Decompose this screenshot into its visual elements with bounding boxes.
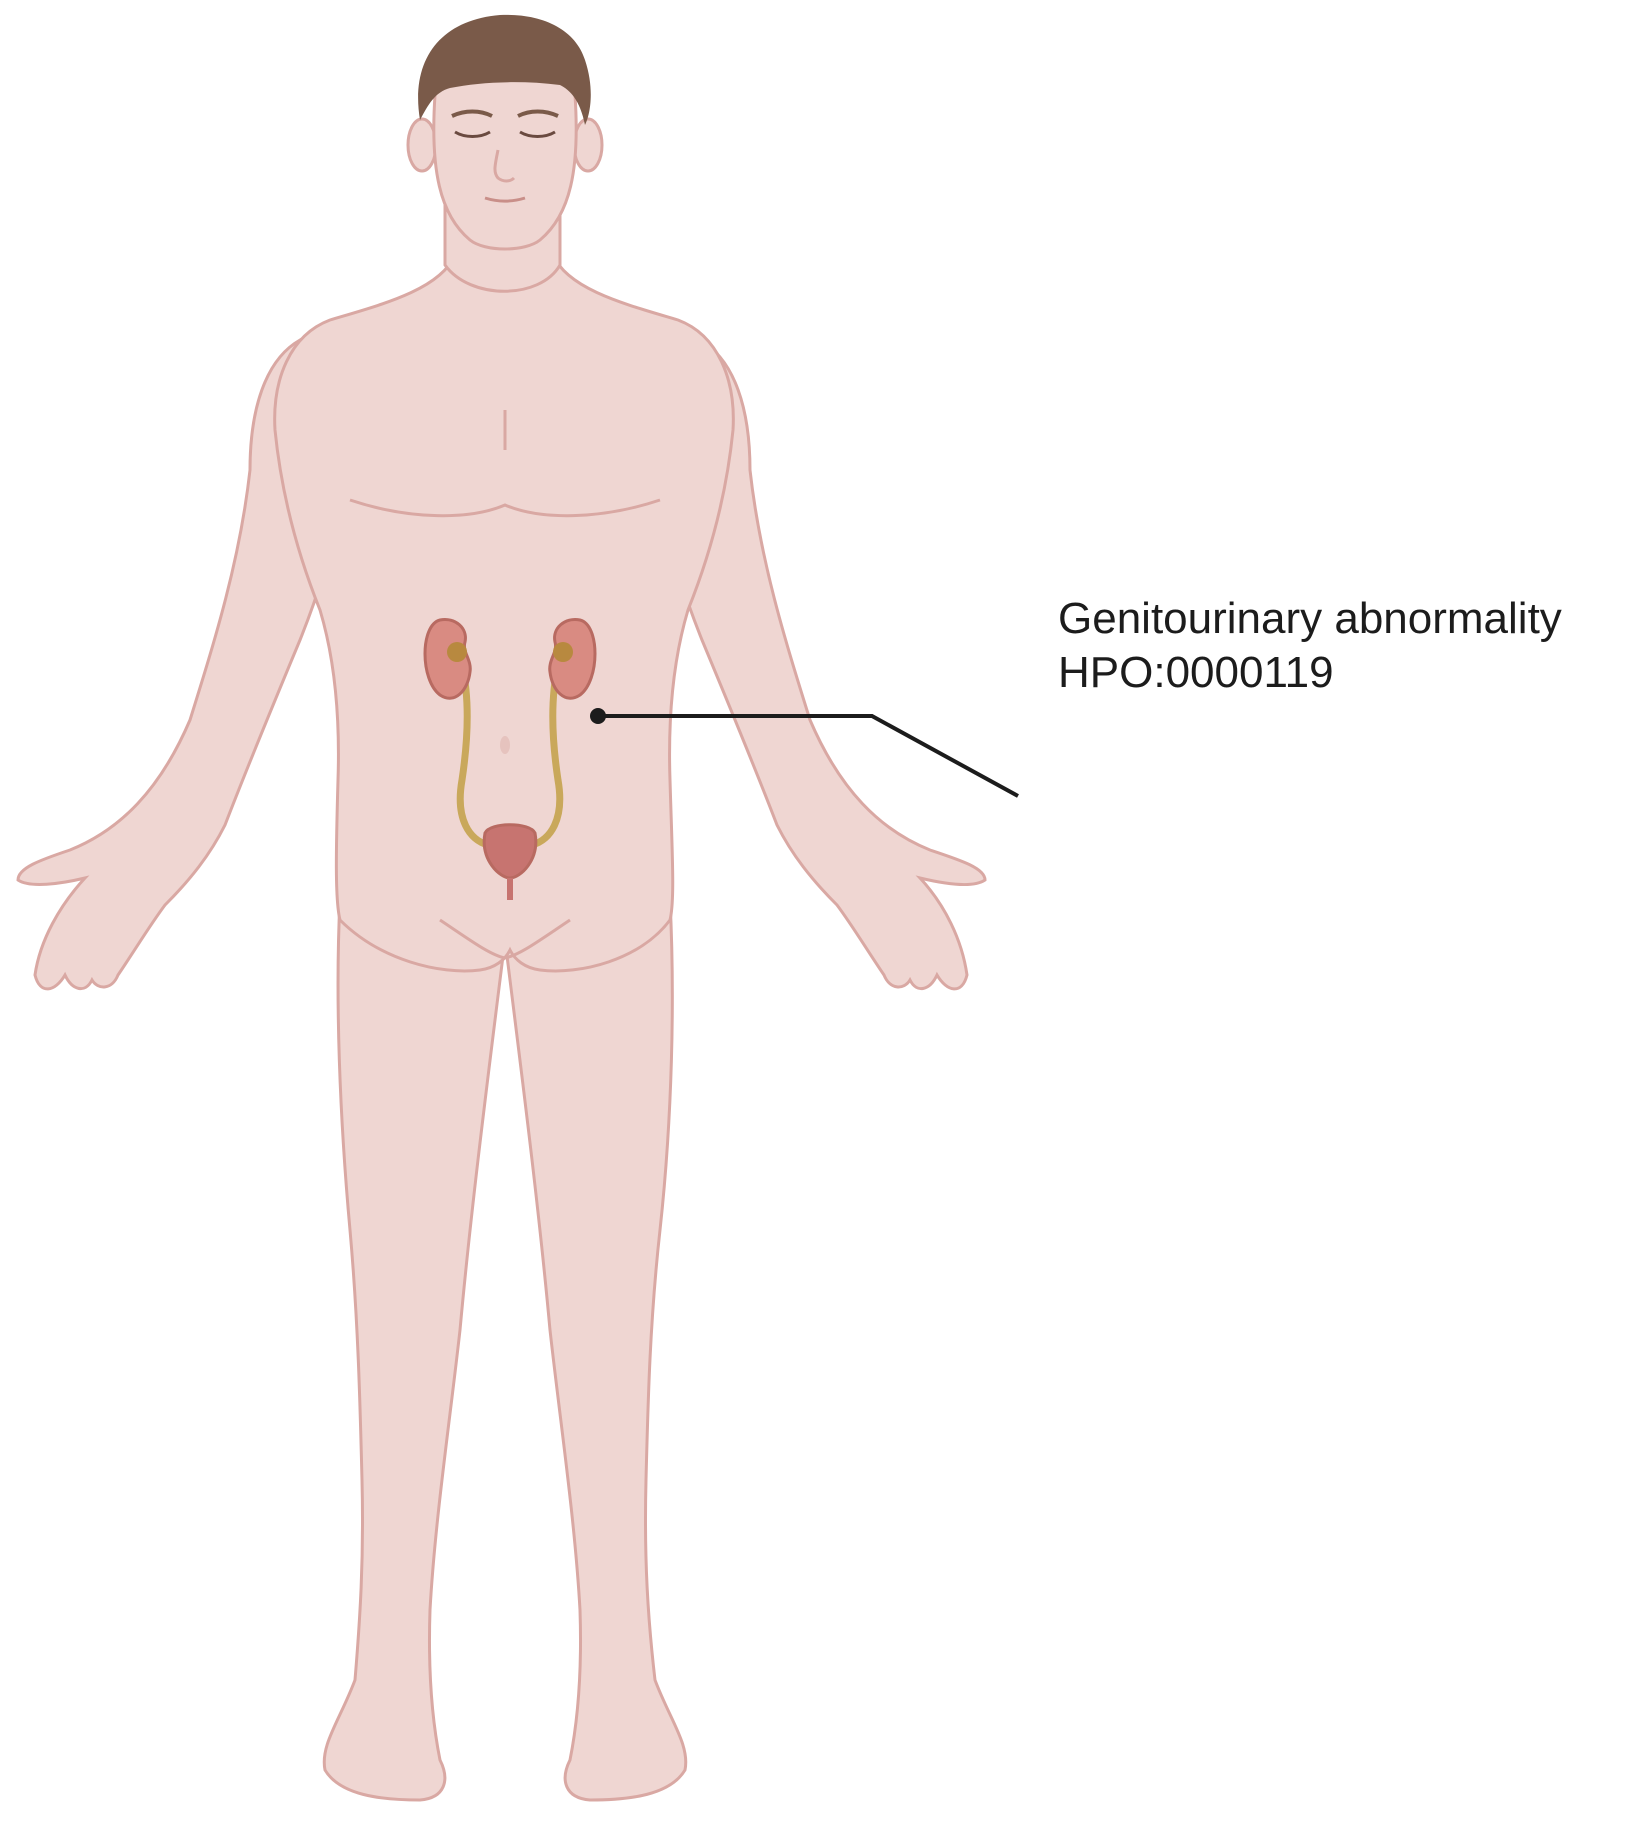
annotation-leader	[590, 708, 1019, 798]
left-ureter	[456, 664, 490, 849]
urinary-system	[423, 618, 597, 900]
groin-contour	[439, 918, 571, 960]
mouth	[484, 196, 526, 203]
left-kidney	[423, 618, 472, 700]
right-renal-pelvis	[553, 642, 573, 662]
left-renal-pelvis	[447, 642, 467, 662]
annotation-id: HPO:0000119	[1058, 648, 1334, 697]
nose	[493, 149, 516, 183]
right-arm	[655, 337, 987, 991]
right-eye	[519, 130, 556, 138]
right-leg	[503, 898, 688, 1802]
torso	[273, 253, 735, 973]
right-kidney	[548, 618, 597, 700]
left-eye	[454, 130, 491, 138]
annotation-line	[598, 714, 1019, 798]
navel	[500, 736, 510, 754]
bladder	[482, 823, 538, 880]
right-ureter	[530, 664, 564, 849]
human-body	[16, 14, 987, 1802]
annotation-label: Genitourinary abnormality HPO:0000119	[1058, 592, 1562, 700]
left-arm	[16, 337, 347, 991]
annotation-term: Genitourinary abnormality	[1058, 594, 1562, 643]
hair	[418, 14, 591, 125]
left-leg	[322, 898, 507, 1802]
pectoral-contour	[349, 498, 661, 518]
right-ear	[572, 117, 604, 173]
left-eyebrow	[451, 109, 493, 118]
left-ear	[406, 117, 438, 173]
right-eyebrow	[517, 109, 559, 118]
